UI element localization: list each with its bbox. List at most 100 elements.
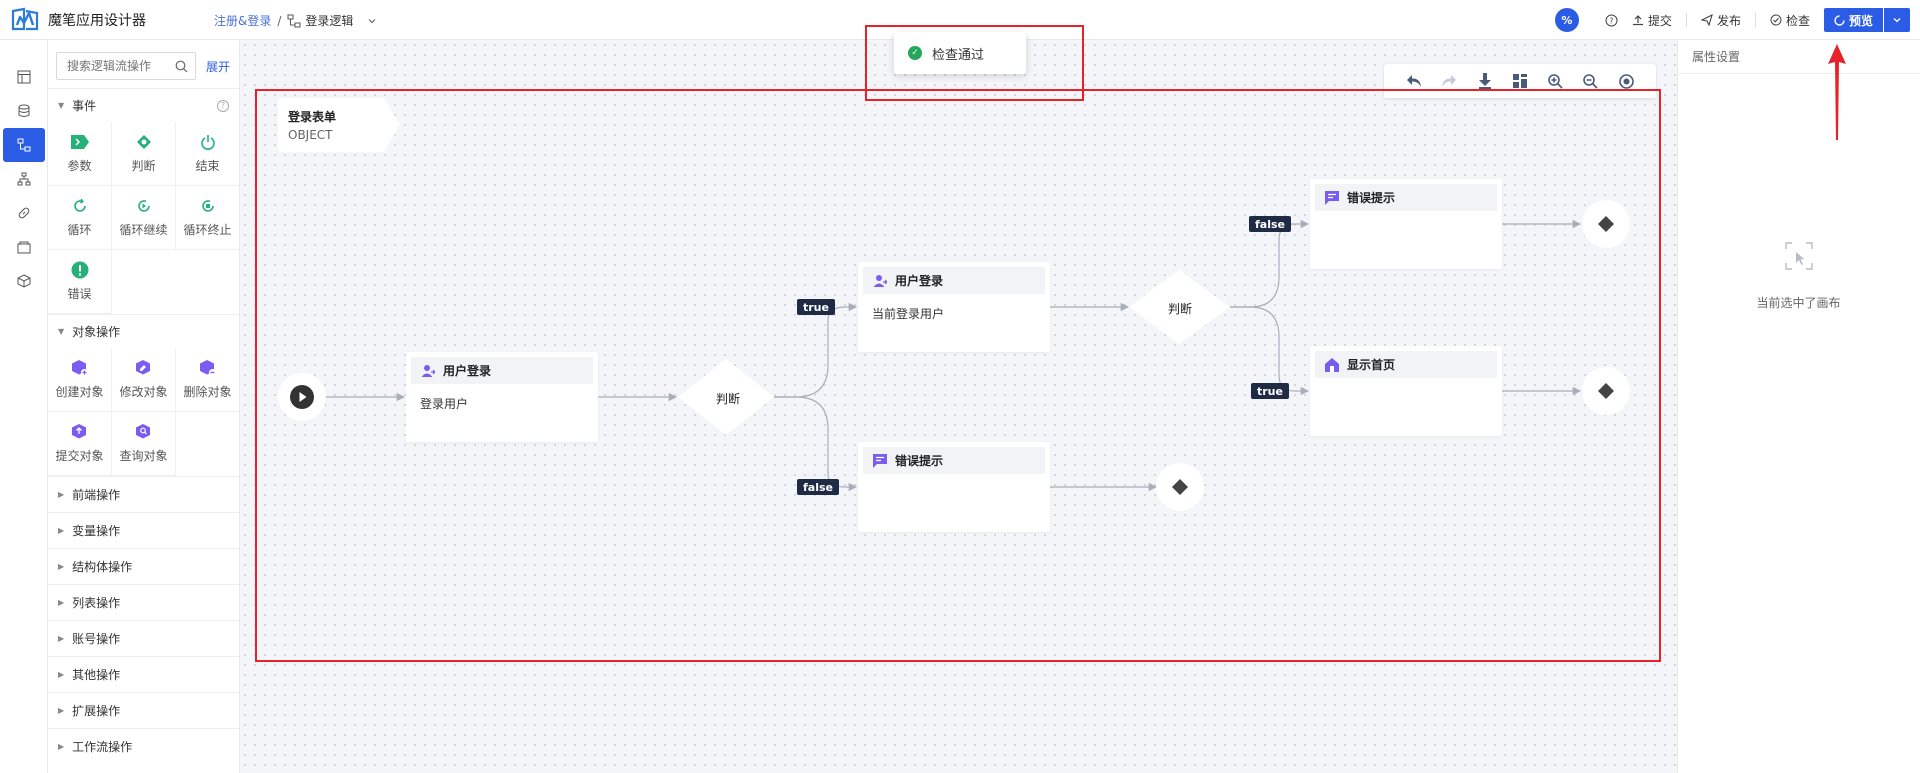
help-icon[interactable]: ? — [217, 99, 229, 112]
publish-label: 发布 — [1716, 13, 1741, 28]
percent-badge[interactable]: % — [1554, 8, 1579, 32]
undo-icon[interactable] — [1404, 71, 1424, 91]
section-other[interactable]: ▶其他操作 — [48, 656, 239, 692]
edge-label-false: false — [797, 479, 839, 495]
caret-right-icon: ▶ — [58, 598, 65, 607]
rail-data-icon[interactable] — [0, 94, 48, 128]
node-error-tip-2[interactable]: 错误提示 — [1310, 179, 1502, 269]
top-actions: % ? 提交 发布 检查 预览 — [1554, 8, 1910, 32]
query-object-icon — [135, 423, 153, 441]
section-events-header[interactable]: ▼ 事件 ? — [48, 88, 239, 122]
component-panel: 展开 ▼ 事件 ? 参数 判断 结束 循环 循环继续 循环终止 — [48, 40, 240, 773]
events-grid: 参数 判断 结束 循环 循环继续 循环终止 错误 — [48, 122, 239, 314]
canvas-select-icon — [1785, 242, 1813, 270]
properties-title: 属性设置 — [1678, 40, 1920, 74]
redo-icon[interactable] — [1439, 71, 1459, 91]
object-create[interactable]: 创建对象 — [48, 348, 112, 412]
zoom-out-icon[interactable] — [1581, 71, 1601, 91]
check-button[interactable]: 检查 — [1770, 12, 1810, 29]
help-icon[interactable]: ? — [1605, 14, 1618, 27]
node-header: 错误提示 — [863, 447, 1045, 474]
preview-button-group: 预览 — [1823, 8, 1910, 32]
submit-button[interactable]: 提交 — [1632, 12, 1672, 29]
end-node-2[interactable] — [1582, 200, 1630, 248]
preview-button[interactable]: 预览 — [1823, 8, 1883, 32]
caret-right-icon: ▶ — [58, 490, 65, 499]
annotation-box-canvas — [255, 89, 1661, 662]
rail-asset-icon[interactable] — [0, 230, 48, 264]
section-events-title: 事件 — [72, 99, 97, 113]
node-show-home[interactable]: 显示首页 — [1310, 346, 1502, 436]
search-input[interactable] — [67, 59, 175, 73]
object-edit[interactable]: 修改对象 — [112, 348, 176, 412]
caret-right-icon: ▶ — [58, 526, 65, 535]
event-loop-label: 循环 — [67, 223, 92, 237]
search-icon[interactable] — [175, 60, 188, 73]
check-circle-icon — [1770, 14, 1782, 26]
event-loop[interactable]: 循环 — [48, 186, 112, 250]
node-body: 登录用户 — [420, 397, 469, 411]
section-label: 工作流操作 — [72, 740, 133, 754]
section-list[interactable]: ▶列表操作 — [48, 584, 239, 620]
input-object-type: OBJECT — [288, 128, 333, 142]
create-object-icon — [71, 359, 89, 377]
object-submit[interactable]: 提交对象 — [48, 412, 112, 476]
section-variable[interactable]: ▶变量操作 — [48, 512, 239, 548]
event-param[interactable]: 参数 — [48, 122, 112, 186]
rail-page-icon[interactable] — [0, 60, 48, 94]
rail-package-icon[interactable] — [0, 264, 48, 298]
event-end[interactable]: 结束 — [176, 122, 239, 186]
end-node-3[interactable] — [1582, 367, 1630, 415]
section-struct[interactable]: ▶ 结构体操作 — [48, 548, 239, 584]
breadcrumb-project[interactable]: 注册&登录 — [214, 14, 272, 28]
event-loop-continue-label: 循环继续 — [119, 223, 168, 237]
preview-dropdown[interactable] — [1884, 8, 1910, 32]
caret-right-icon: ▶ — [58, 562, 65, 571]
judge-label-1: 判断 — [716, 392, 741, 406]
rail-structure-icon[interactable] — [0, 162, 48, 196]
event-error-label: 错误 — [67, 287, 92, 301]
upload-icon — [1632, 15, 1643, 26]
end-node-1[interactable] — [1156, 463, 1204, 511]
canvas-toolbar — [1384, 64, 1656, 98]
node-header: 用户登录 — [863, 267, 1045, 294]
zoom-in-icon[interactable] — [1545, 71, 1565, 91]
input-object-tag[interactable]: 登录表单 OBJECT — [278, 98, 400, 152]
rail-logic-icon[interactable] — [3, 128, 45, 162]
start-node[interactable] — [278, 373, 326, 421]
section-frontend[interactable]: ▶前端操作 — [48, 476, 239, 512]
caret-down-icon: ▼ — [58, 101, 65, 110]
layout-icon[interactable] — [1510, 71, 1530, 91]
expand-link[interactable]: 展开 — [206, 59, 231, 74]
submit-object-icon — [71, 423, 89, 441]
node-title: 显示首页 — [1347, 358, 1396, 372]
event-error[interactable]: 错误 — [48, 250, 112, 314]
section-label: 结构体操作 — [72, 560, 133, 574]
object-submit-label: 提交对象 — [55, 449, 104, 463]
object-query-label: 查询对象 — [119, 449, 168, 463]
node-error-tip-1[interactable]: 错误提示 — [858, 442, 1050, 532]
section-objects-header[interactable]: ▼ 对象操作 — [48, 314, 239, 348]
publish-button[interactable]: 发布 — [1700, 12, 1741, 29]
fit-view-icon[interactable] — [1616, 71, 1636, 91]
chevron-down-icon[interactable] — [367, 16, 377, 26]
download-icon[interactable] — [1475, 71, 1495, 91]
node-user-login-2[interactable]: 用户登录 当前登录用户 — [858, 262, 1050, 352]
end-diamond-icon — [1172, 479, 1188, 495]
section-workflow[interactable]: ▶工作流操作 — [48, 728, 239, 764]
object-delete[interactable]: 删除对象 — [176, 348, 239, 412]
search-box[interactable] — [56, 52, 196, 80]
event-judge[interactable]: 判断 — [112, 122, 176, 186]
section-extension[interactable]: ▶扩展操作 — [48, 692, 239, 728]
event-loop-continue[interactable]: 循环继续 — [112, 186, 176, 250]
caret-right-icon: ▶ — [58, 706, 65, 715]
error-icon — [71, 261, 89, 279]
breadcrumb-current[interactable]: 登录逻辑 — [287, 12, 377, 29]
event-loop-stop[interactable]: 循环终止 — [176, 186, 239, 250]
rail-link-icon[interactable] — [0, 196, 48, 230]
node-user-login-1[interactable]: 用户登录 登录用户 — [406, 352, 598, 442]
user-login-icon — [421, 364, 435, 378]
section-account[interactable]: ▶账号操作 — [48, 620, 239, 656]
node-title: 用户登录 — [443, 364, 492, 378]
object-query[interactable]: 查询对象 — [112, 412, 176, 476]
